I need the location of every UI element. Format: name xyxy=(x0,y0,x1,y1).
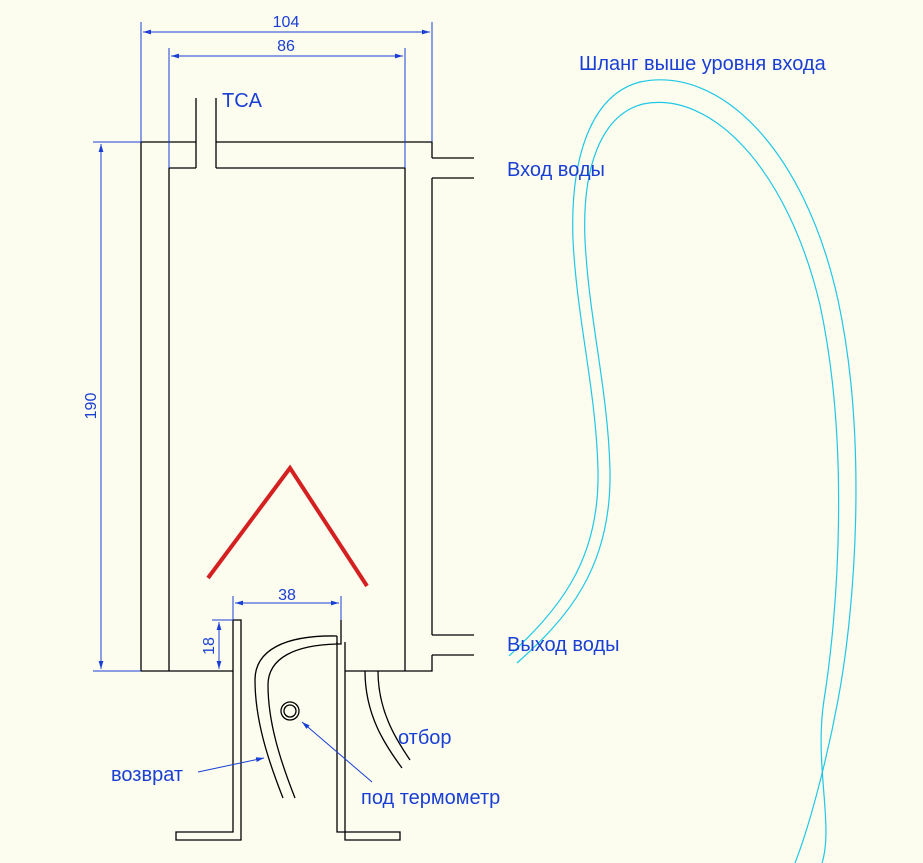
water-in-label: Вход воды xyxy=(507,159,605,181)
dimension-190: 190 xyxy=(83,141,141,672)
thermometer-port xyxy=(280,701,300,721)
tsa-label: TCA xyxy=(222,90,263,112)
hose-note-label: Шланг выше уровня входа xyxy=(579,53,827,75)
dimension-38: 38 xyxy=(232,587,342,620)
thermometer-label: под термометр xyxy=(361,787,500,809)
dimension-86: 86 xyxy=(168,38,406,168)
dimension-18: 18 xyxy=(201,619,233,669)
return-label: возврат xyxy=(111,764,183,786)
water-out-label: Выход воды xyxy=(507,634,620,656)
dimension-104: 104 xyxy=(140,14,433,142)
exchanger-body xyxy=(140,98,433,672)
flame-marker xyxy=(206,464,369,588)
dimension-18-label: 18 xyxy=(201,637,218,655)
tap-label: отбор xyxy=(398,727,452,749)
water-outlet-pipe xyxy=(432,634,474,656)
thermometer-leader-arrow xyxy=(301,721,373,783)
dimension-38-label: 38 xyxy=(278,587,296,604)
dimension-86-label: 86 xyxy=(277,38,295,55)
dimension-190-label: 190 xyxy=(83,393,100,420)
hose xyxy=(508,79,857,863)
dimension-104-label: 104 xyxy=(273,14,300,31)
bottom-flue xyxy=(175,619,411,841)
water-inlet-pipe xyxy=(432,157,474,179)
return-leader-arrow xyxy=(197,757,265,773)
